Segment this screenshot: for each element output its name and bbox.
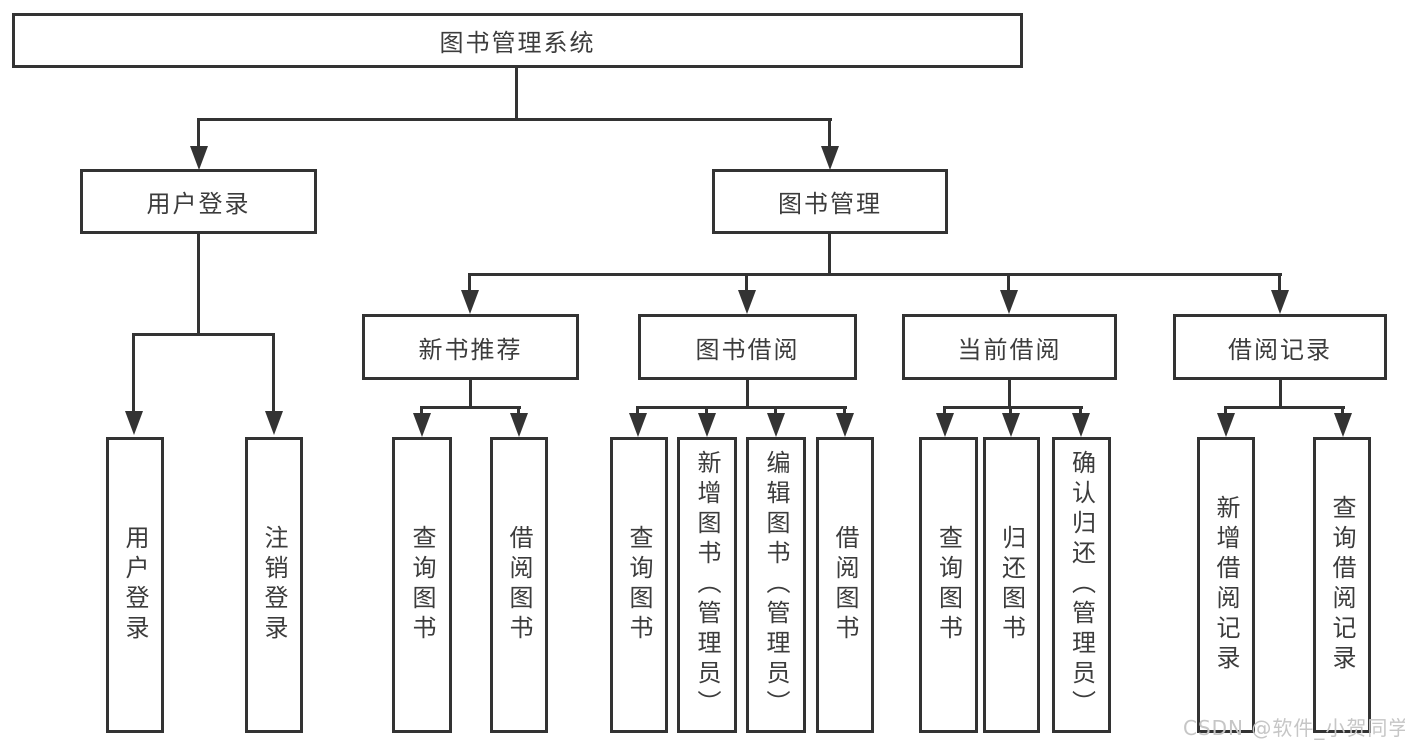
connector-drop [774,406,777,416]
connector-drop-new-book [468,273,471,292]
node-current-borrow: 当前借阅 [902,314,1117,380]
leaf-current-return-book: 归还图书 [983,437,1040,733]
connector-root-stem [515,68,518,118]
node-book-management: 图书管理 [712,169,948,234]
connector-drop-leaf-logout [272,333,275,413]
arrow-down-icon [1072,413,1090,437]
leaf-user-login: 用户登录 [106,437,164,733]
connector-user-login-rail [132,333,275,336]
connector-drop [517,406,520,416]
arrow-down-icon [629,413,647,437]
leaf-newrec-borrow-book: 借阅图书 [490,437,548,733]
connector-book-management-rail [468,273,1282,276]
node-new-book-recommend: 新书推荐 [362,314,579,380]
leaf-borrow-borrow-book: 借阅图书 [816,437,874,733]
node-book-borrow: 图书借阅 [638,314,857,380]
leaf-logout: 注销登录 [245,437,303,733]
connector-borrow-record-rail [1224,406,1345,409]
connector-drop-current-borrow [1007,273,1010,292]
arrow-down-icon [936,413,954,437]
connector-drop [1079,406,1082,416]
arrow-down-icon [767,413,785,437]
connector-drop [843,406,846,416]
leaf-borrow-add-book-admin: 新增图书（管理员） [677,437,737,733]
connector-new-book-stem [469,380,472,408]
arrow-down-icon [1334,413,1352,437]
arrow-down-icon [125,411,143,435]
connector-drop [1009,406,1012,416]
connector-user-login-stem [197,234,200,335]
arrow-down-icon [1000,290,1018,314]
arrow-down-icon [1002,413,1020,437]
connector-drop-user-login [197,118,200,148]
arrow-down-icon [738,290,756,314]
arrow-down-icon [413,413,431,437]
connector-new-book-rail [420,406,521,409]
leaf-borrow-query-book: 查询图书 [610,437,668,733]
arrow-down-icon [190,146,208,170]
connector-drop-leaf-login [132,333,135,413]
connector-drop-book-borrow [745,273,748,292]
connector-current-borrow-rail [943,406,1083,409]
leaf-record-query-record: 查询借阅记录 [1313,437,1371,733]
leaf-current-confirm-return-admin: 确认归还（管理员） [1052,437,1111,733]
arrow-down-icon [821,146,839,170]
connector-book-management-stem [828,234,831,275]
arrow-down-icon [265,411,283,435]
connector-drop [1224,406,1227,416]
connector-current-borrow-stem [1008,380,1011,408]
connector-book-borrow-rail [636,406,847,409]
connector-drop-borrow-record [1278,273,1281,292]
connector-drop-book-management [828,118,831,148]
connector-root-rail [197,118,832,121]
arrow-down-icon [836,413,854,437]
csdn-watermark: CSDN @软件_小贺同学 [1183,716,1405,740]
connector-drop [943,406,946,416]
connector-drop [1341,406,1344,416]
leaf-newrec-query-book: 查询图书 [392,437,452,733]
connector-book-borrow-stem [746,380,749,408]
connector-drop [705,406,708,416]
arrow-down-icon [698,413,716,437]
arrow-down-icon [461,290,479,314]
arrow-down-icon [1271,290,1289,314]
leaf-current-query-book: 查询图书 [919,437,978,733]
leaf-borrow-edit-book-admin: 编辑图书（管理员） [746,437,806,733]
node-borrow-record: 借阅记录 [1173,314,1387,380]
connector-drop [636,406,639,416]
node-root: 图书管理系统 [12,13,1023,68]
connector-drop [420,406,423,416]
connector-borrow-record-stem [1279,380,1282,408]
leaf-record-add-record: 新增借阅记录 [1197,437,1255,733]
arrow-down-icon [510,413,528,437]
node-user-login: 用户登录 [80,169,317,234]
arrow-down-icon [1217,413,1235,437]
